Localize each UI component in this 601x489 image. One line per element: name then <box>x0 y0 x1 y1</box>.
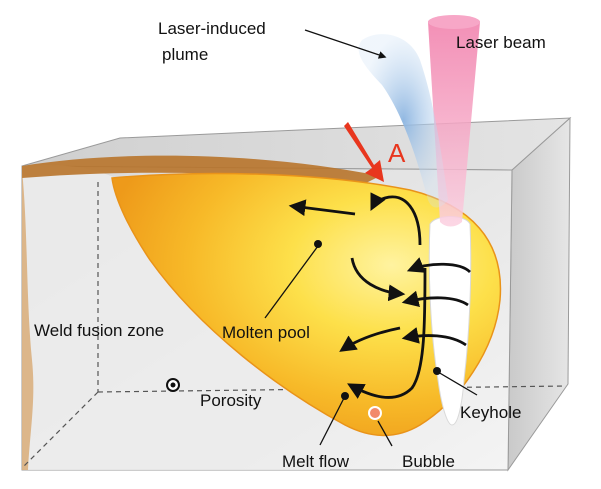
marker-a-arrow <box>344 122 384 182</box>
melt-flow-arrow-keyhole-2 <box>401 290 469 308</box>
bubble-label: Bubble <box>402 452 455 471</box>
weld-fusion-zone-label: Weld fusion zone <box>34 321 164 340</box>
bubble-leader <box>377 420 393 447</box>
solidified-edge <box>22 170 34 470</box>
melt-flow-arrow-keyhole-1 <box>406 257 471 274</box>
porosity-core <box>170 382 176 388</box>
melt-flow-label: Melt flow <box>282 452 350 471</box>
melt-flow-arrow-bottom-loop <box>347 267 427 399</box>
keyhole-label: Keyhole <box>460 403 521 422</box>
melt-flow-arrow-inner-loop <box>350 257 406 302</box>
molten-pool-label: Molten pool <box>222 323 310 342</box>
plume-label-line2: plume <box>162 45 208 64</box>
weld-fusion-zone-region <box>22 164 330 471</box>
keyhole-leader <box>437 371 478 396</box>
melt-flow-arrow-keyhole-3 <box>401 327 467 347</box>
melt-flow-leader <box>319 397 345 446</box>
molten-pool-leader <box>264 245 319 319</box>
melt-flow-arrow-loop-upper <box>370 192 422 246</box>
molten-pool-leader-dot <box>314 240 322 248</box>
plume-leader <box>304 29 387 59</box>
melt-flow-leader-dot <box>341 392 349 400</box>
bubble <box>368 406 382 420</box>
laser-plume <box>358 34 448 208</box>
plume-label-line1: Laser-induced <box>158 19 266 38</box>
weld-bead-top <box>22 155 380 186</box>
laser-beam-top <box>428 15 480 29</box>
porosity-label: Porosity <box>200 391 262 410</box>
laser-beam-label: Laser beam <box>456 33 546 52</box>
marker-a-label: A <box>388 138 406 168</box>
keyhole-leader-dot <box>433 367 441 375</box>
melt-flow-arrow-lower-left <box>339 326 401 352</box>
melt-flow-arrow-top-left <box>288 199 356 217</box>
